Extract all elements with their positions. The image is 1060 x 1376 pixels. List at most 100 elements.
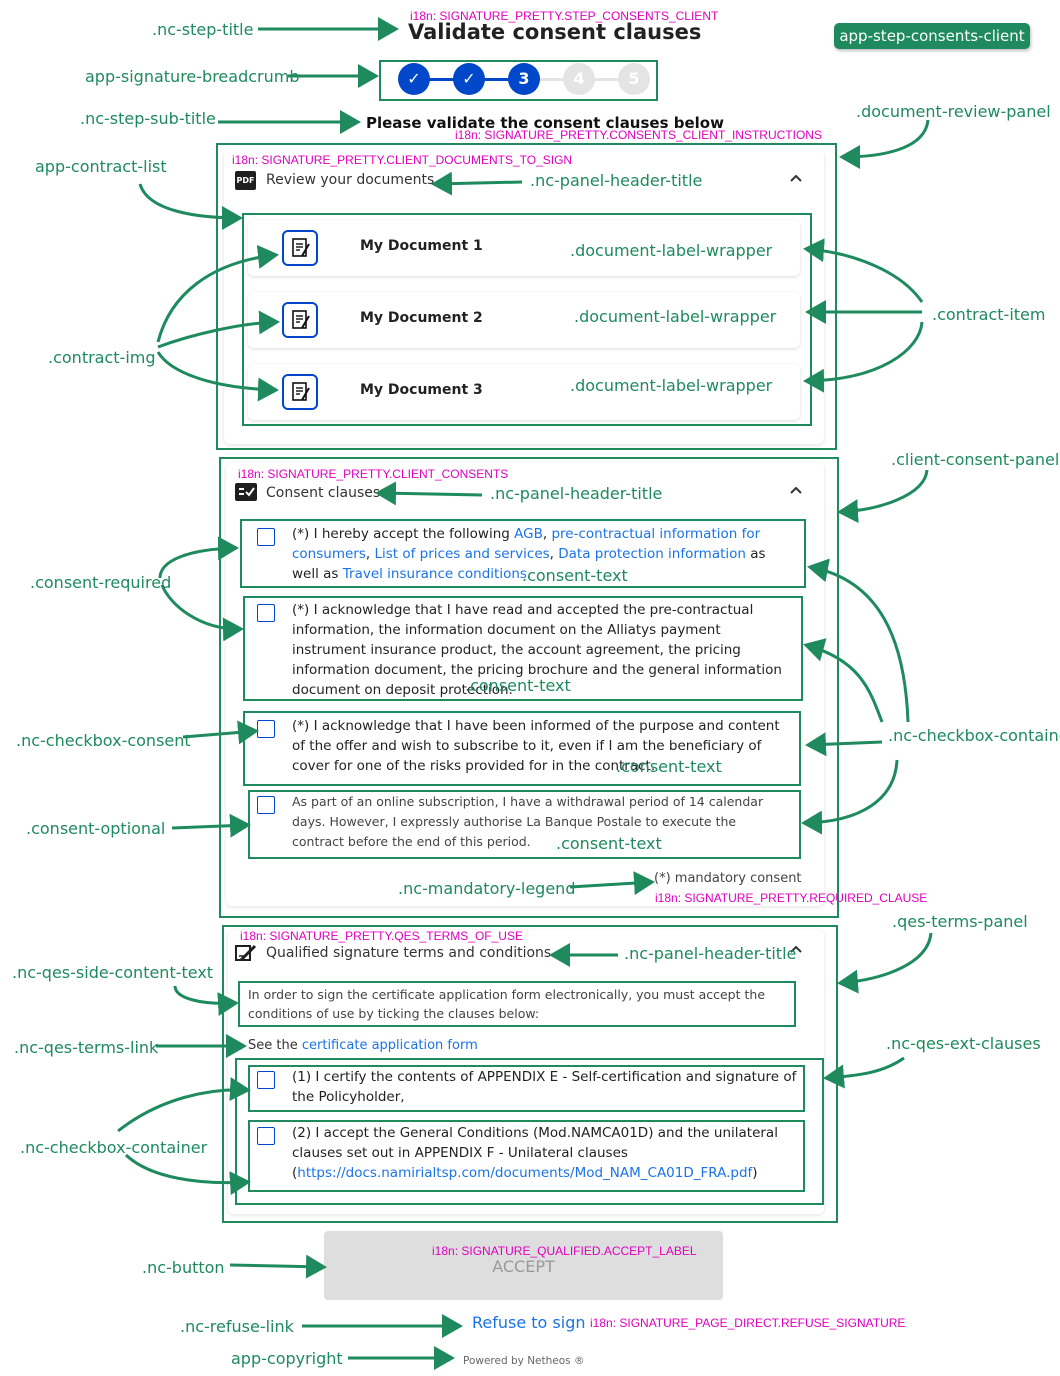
chevron-up-icon[interactable] [789,942,803,956]
annotation-label: .document-review-panel [856,102,1051,121]
contract-item[interactable]: My Document 1 [248,220,800,276]
breadcrumb-step-4: 4 [563,63,595,95]
pre-contractual-info-link[interactable]: pre-contractual information for consumer… [292,526,761,562]
general-conditions-link[interactable]: https://docs.namirialtsp.com/documents/M… [297,1165,753,1181]
annotation-label: .document-label-wrapper [570,376,773,395]
accept-i18n-key: i18n: SIGNATURE_QUALIFIED.ACCEPT_LABEL [432,1244,697,1258]
chevron-up-icon[interactable] [789,483,803,497]
documents-i18n-key: i18n: SIGNATURE_PRETTY.CLIENT_DOCUMENTS_… [232,153,573,167]
consent-required [243,596,803,701]
annotation-label: .consent-required [30,573,172,592]
annotation-label: .nc-panel-header-title [490,484,663,503]
accept-button-label: ACCEPT [492,1257,555,1276]
annotation-label: .client-consent-panel [891,450,1060,469]
annotation-label: .nc-qes-ext-clauses [886,1034,1041,1053]
contract-item[interactable]: My Document 2 [248,292,800,348]
page-subtitle: Please validate the consent clauses belo… [366,114,724,132]
document-label[interactable]: My Document 3 [360,382,483,398]
consent-text-3: (*) I acknowledge that I have been infor… [292,718,780,774]
consent-text: as well as [292,546,766,582]
annotation-label: .consent-text [556,834,662,853]
qes-i18n-key: i18n: SIGNATURE_PRETTY.QES_TERMS_OF_USE [240,929,523,943]
annotation-label: app-copyright [231,1349,343,1368]
consent-text: . [526,566,532,582]
documents-panel-title: Review your documents [266,172,435,188]
separator: , [549,546,559,562]
annotation-label: .consent-text [522,566,628,585]
annotation-label: .nc-checkbox-container [20,1138,208,1157]
signature-icon [235,944,257,962]
consent-text-2: (*) I acknowledge that I have read and a… [292,602,782,698]
consent-checkbox-2[interactable] [257,604,275,622]
refuse-link[interactable]: Refuse to sign [472,1313,586,1332]
breadcrumb-connector [588,78,620,81]
breadcrumb-connector [426,78,458,81]
agb-link[interactable]: AGB [514,526,543,542]
accept-button[interactable]: ACCEPT [324,1231,723,1300]
qes-terms-link-row: See the certificate application form [248,1038,478,1053]
breadcrumb: ✓ ✓ 3 4 5 [398,63,650,97]
separator: , [365,546,375,562]
refuse-i18n-key: i18n: SIGNATURE_PAGE_DIRECT.REFUSE_SIGNA… [590,1316,906,1330]
document-label[interactable]: My Document 2 [360,310,483,326]
annotation-label: app-contract-list [35,157,167,176]
annotation-label: app-signature-breadcrumb [85,67,300,86]
breadcrumb-connector [480,78,512,81]
breadcrumb-step-2[interactable]: ✓ [453,63,485,95]
breadcrumb-step-1[interactable]: ✓ [398,63,430,95]
copyright: Powered by Netheos ® [463,1355,585,1367]
qes-clause-2: (2) I accept the General Conditions (Mod… [292,1123,797,1183]
consent-checkbox-1[interactable] [257,528,275,546]
breadcrumb-annotation-box [379,60,658,101]
qes-checkbox-2[interactable] [257,1127,275,1145]
chevron-up-icon[interactable] [789,171,803,185]
checklist-icon [235,483,257,501]
annotation-label: .nc-qes-terms-link [14,1038,159,1057]
consents-i18n-key: i18n: SIGNATURE_PRETTY.CLIENT_CONSENTS [238,467,509,481]
consent-required [240,519,806,588]
annotation-label: .contract-img [48,348,156,367]
annotation-label: .consent-optional [26,819,166,838]
qes-checkbox-1[interactable] [257,1071,275,1089]
travel-insurance-link[interactable]: Travel insurance conditions [342,566,527,582]
annotation-label: .nc-button [142,1258,225,1277]
qes-terms-panel [228,930,824,1214]
annotation-label: .nc-checkbox-container [888,726,1060,745]
annotation-label: .nc-step-sub-title [80,109,216,128]
annotation-label: .nc-panel-header-title [624,944,797,963]
annotation-label: .nc-mandatory-legend [398,879,576,898]
consent-checkbox-4[interactable] [257,796,275,814]
document-label[interactable]: My Document 1 [360,238,483,254]
consent-text-1: (*) I hereby accept the following AGB, p… [292,524,792,584]
annotation-label: .nc-checkbox-consent [16,731,191,750]
qes-side-content-text: In order to sign the certificate applica… [248,987,766,1021]
annotation-label: .consent-text [465,676,571,695]
qes-clause-2-text: (2) I accept the General Conditions (Mod… [292,1125,778,1181]
annotation-label: .nc-panel-header-title [530,171,703,190]
annotation-label: .nc-qes-side-content-text [12,963,214,982]
contract-item[interactable]: My Document 3 [248,364,800,420]
qes-panel-title: Qualified signature terms and conditions [266,945,552,961]
mandatory-legend: (*) mandatory consent [654,871,802,886]
pdf-icon: PDF [235,171,256,190]
consent-checkbox-3[interactable] [257,720,275,738]
contract-icon [282,230,318,266]
annotation-label: .nc-step-title [152,20,254,39]
client-consent-panel [226,462,824,906]
breadcrumb-step-5: 5 [618,63,650,95]
consent-text-4: As part of an online subscription, I hav… [292,794,764,849]
breadcrumb-connector [534,78,566,81]
step-title-i18n-key: i18n: SIGNATURE_PRETTY.STEP_CONSENTS_CLI… [410,9,719,23]
contract-icon [282,302,318,338]
mandatory-i18n-key: i18n: SIGNATURE_PRETTY.REQUIRED_CLAUSE [655,891,928,905]
qes-clause-2-end: ) [752,1165,758,1181]
prices-services-link[interactable]: List of prices and services [374,546,550,562]
annotation-label: .consent-text [616,757,722,776]
qes-clause-1: (1) I certify the contents of APPENDIX E… [292,1069,797,1105]
component-badge: app-step-consents-client [834,23,1030,49]
qes-checkbox-container [248,1120,805,1192]
qes-terms-link[interactable]: certificate application form [301,1038,478,1053]
data-protection-link[interactable]: Data protection information [558,546,746,562]
consent-panel-title: Consent clauses [266,485,381,501]
annotation-label: .contract-item [932,305,1046,324]
